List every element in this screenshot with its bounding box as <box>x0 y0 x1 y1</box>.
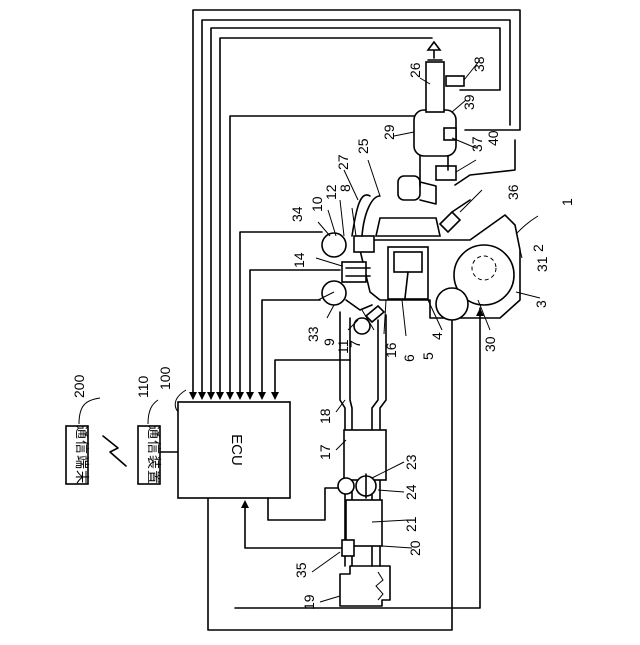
communication-terminal-label: 通信端末 <box>74 425 90 485</box>
ref-2: 2 <box>530 244 546 252</box>
injector-cluster <box>322 233 384 334</box>
ref-18: 18 <box>317 408 333 424</box>
ref-1: 1 <box>559 198 575 206</box>
sensor-35-wire <box>245 502 342 548</box>
ref-110: 110 <box>135 375 151 398</box>
sensor-35 <box>342 540 354 556</box>
ref-36: 36 <box>505 184 521 200</box>
ref-9: 9 <box>321 338 337 346</box>
ref-21: 21 <box>403 516 419 532</box>
fuel-tank <box>340 566 390 606</box>
ref-8: 8 <box>337 184 353 192</box>
communication-device: 通信装置 <box>138 425 162 485</box>
ref-24: 24 <box>403 484 419 500</box>
ref-34: 34 <box>289 206 305 222</box>
ref-14: 14 <box>291 252 307 268</box>
leader-200 <box>79 398 100 424</box>
ref-4: 4 <box>429 332 445 340</box>
reference-numbers: 200 110 100 1 2 3 31 30 4 5 6 16 7 11 9 … <box>71 56 575 610</box>
wireless-link-symbol <box>103 436 126 466</box>
engine-block <box>360 200 520 320</box>
ref-37: 37 <box>469 136 485 152</box>
ref-6: 6 <box>401 354 417 362</box>
ref-17: 17 <box>317 444 333 460</box>
ref-38: 38 <box>471 56 487 72</box>
ref-3: 3 <box>533 300 549 308</box>
ref-100: 100 <box>157 366 173 390</box>
ref-25: 25 <box>355 138 371 154</box>
ref-20: 20 <box>407 540 423 556</box>
ref-27: 27 <box>335 154 351 170</box>
ref-5: 5 <box>420 352 436 360</box>
communication-terminal: 通信端末 <box>66 425 90 485</box>
ref-29: 29 <box>381 124 397 140</box>
ref-39: 39 <box>461 94 477 110</box>
ref-19: 19 <box>301 594 317 610</box>
ref-35: 35 <box>293 562 309 578</box>
ref-11: 11 <box>335 339 351 354</box>
ref-40: 40 <box>485 130 501 146</box>
ref-30: 30 <box>482 336 498 352</box>
ref-26: 26 <box>407 62 423 78</box>
leader-110 <box>148 400 158 424</box>
ref-23: 23 <box>403 454 419 470</box>
ecu-box: ECU <box>178 402 290 498</box>
communication-device-label: 通信装置 <box>146 425 162 485</box>
ref-200: 200 <box>71 374 87 398</box>
ref-31: 31 <box>534 256 550 272</box>
ref-16: 16 <box>383 342 399 358</box>
ref-33: 33 <box>305 326 321 342</box>
ecu-label: ECU <box>228 434 245 466</box>
